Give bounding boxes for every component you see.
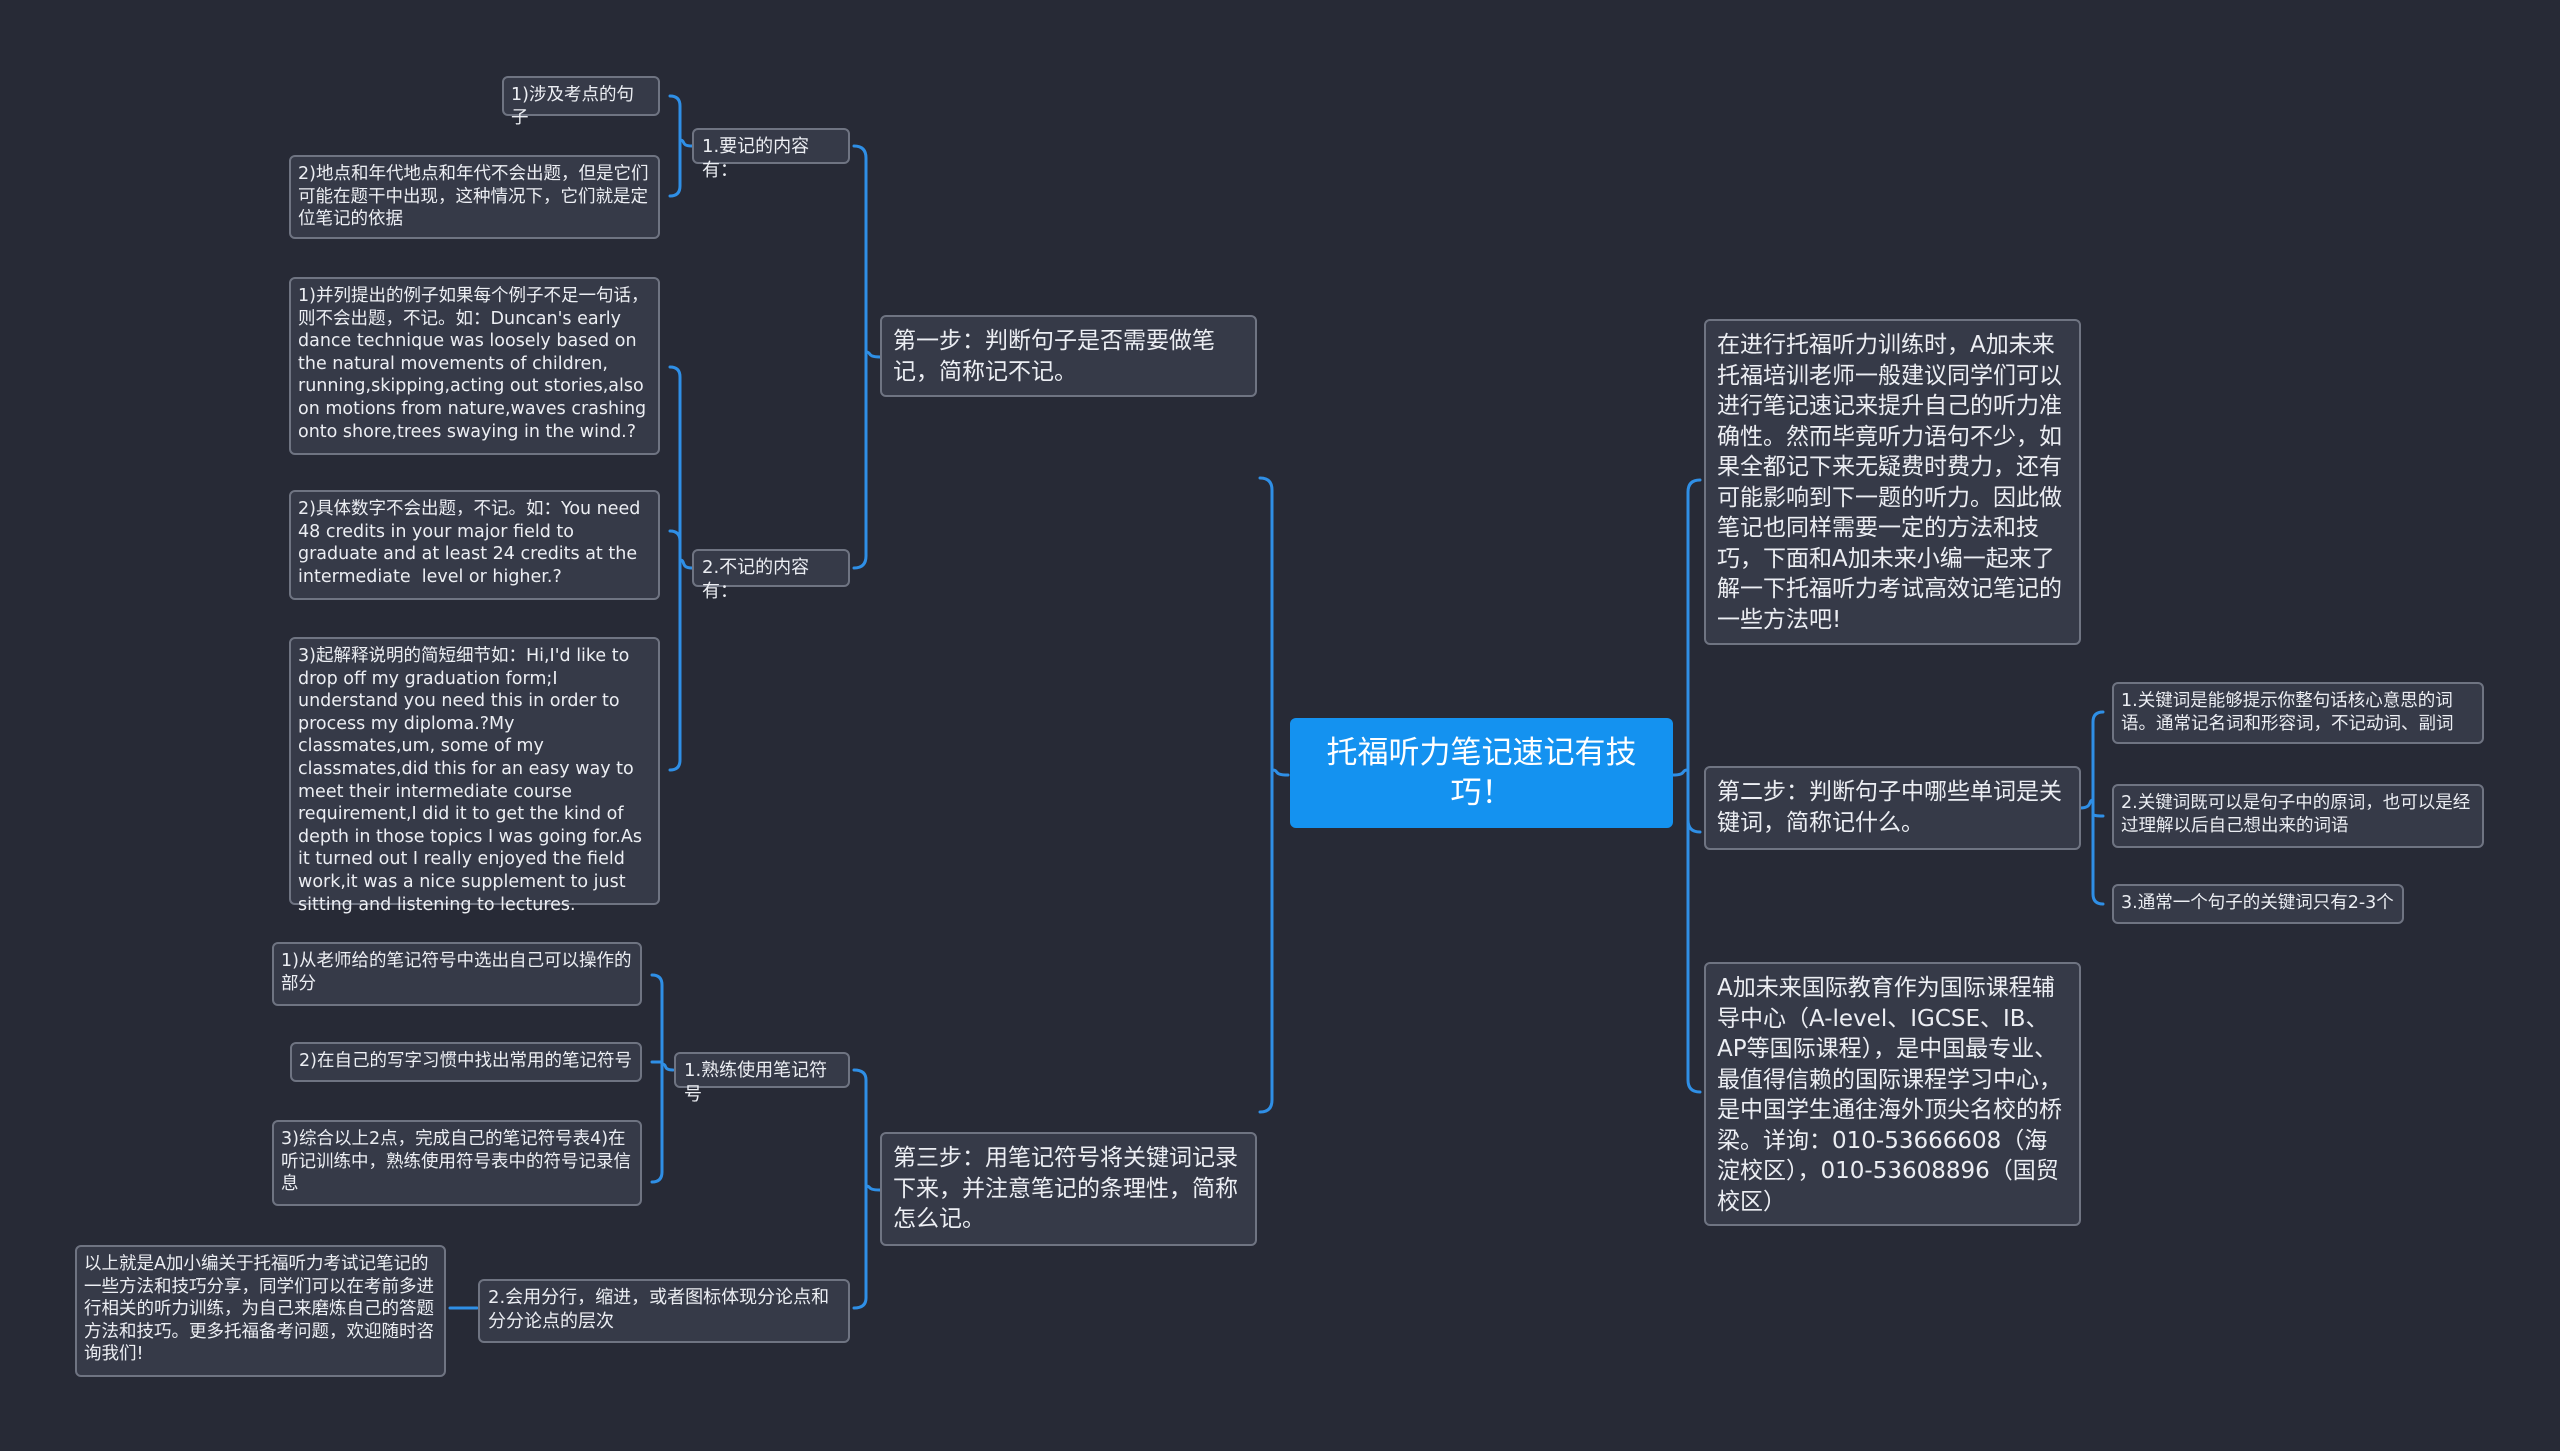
remember-item-1[interactable]: 1)涉及考点的句子 <box>502 76 660 128</box>
symbols-node[interactable]: 1.熟练使用笔记符号 <box>674 1052 850 1105</box>
step2-item-1[interactable]: 1.关键词是能够提示你整句话核心意思的词语。通常记名词和形容词，不记动词、副词 <box>2112 682 2484 744</box>
step2-item-2[interactable]: 2.关键词既可以是句子中的原词，也可以是经过理解以后自己想出来的词语 <box>2112 784 2484 848</box>
root-node[interactable]: 托福听力笔记速记有技巧！ <box>1290 718 1673 828</box>
link-root-left <box>1258 476 1290 1114</box>
link-step3 <box>852 1068 882 1310</box>
lines-item-1[interactable]: 以上就是A加小编关于托福听力考试记笔记的一些方法和技巧分享，同学们可以在考前多进… <box>75 1245 446 1377</box>
step2-item-3[interactable]: 3.通常一个句子的关键词只有2-3个 <box>2112 884 2404 924</box>
symbols-item-2[interactable]: 2)在自己的写字习惯中找出常用的笔记符号 <box>290 1042 642 1082</box>
link-skip <box>668 365 694 772</box>
step3-node[interactable]: 第三步：用笔记符号将关键词记录下来，并注意笔记的条理性，简称怎么记。 <box>880 1132 1257 1246</box>
skip-item-1[interactable]: 1)并列提出的例子如果每个例子不足一句话，则不会出题，不记。如：Duncan's… <box>289 277 660 455</box>
step2-node[interactable]: 第二步：判断句子中哪些单词是关键词，简称记什么。 <box>1704 766 2081 850</box>
remember-node[interactable]: 1.要记的内容有： <box>692 128 850 181</box>
root-label: 托福听力笔记速记有技巧！ <box>1326 735 1637 811</box>
symbols-item-3[interactable]: 3)综合以上2点，完成自己的笔记符号表4)在听记训练中，熟练使用符号表中的符号记… <box>272 1120 642 1206</box>
link-step1 <box>852 144 882 570</box>
skip-node[interactable]: 2.不记的内容有： <box>692 549 850 602</box>
lines-node[interactable]: 2.会用分行，缩进，或者图标体现分论点和分分论点的层次 <box>478 1279 850 1343</box>
remember-item-2[interactable]: 2)地点和年代地点和年代不会出题，但是它们可能在题干中出现，这种情况下，它们就是… <box>289 155 660 239</box>
link-symbols <box>650 973 675 1184</box>
link-step2 <box>2078 710 2105 906</box>
link-remember <box>668 94 694 198</box>
about-node[interactable]: A加未来国际教育作为国际课程辅导中心（A-level、IGCSE、IB、AP等国… <box>1704 962 2081 1226</box>
skip-item-2[interactable]: 2)具体数字不会出题，不记。如：You need 48 credits in y… <box>289 490 660 600</box>
intro-node[interactable]: 在进行托福听力训练时，A加未来托福培训老师一般建议同学们可以进行笔记速记来提升自… <box>1704 319 2081 645</box>
step1-node[interactable]: 第一步：判断句子是否需要做笔记，简称记不记。 <box>880 315 1257 397</box>
skip-item-3[interactable]: 3)起解释说明的简短细节如：Hi,I'd like to drop off my… <box>289 637 660 915</box>
symbols-item-1[interactable]: 1)从老师给的笔记符号中选出自己可以操作的部分 <box>272 942 642 1006</box>
link-root-right <box>1670 478 1702 1094</box>
